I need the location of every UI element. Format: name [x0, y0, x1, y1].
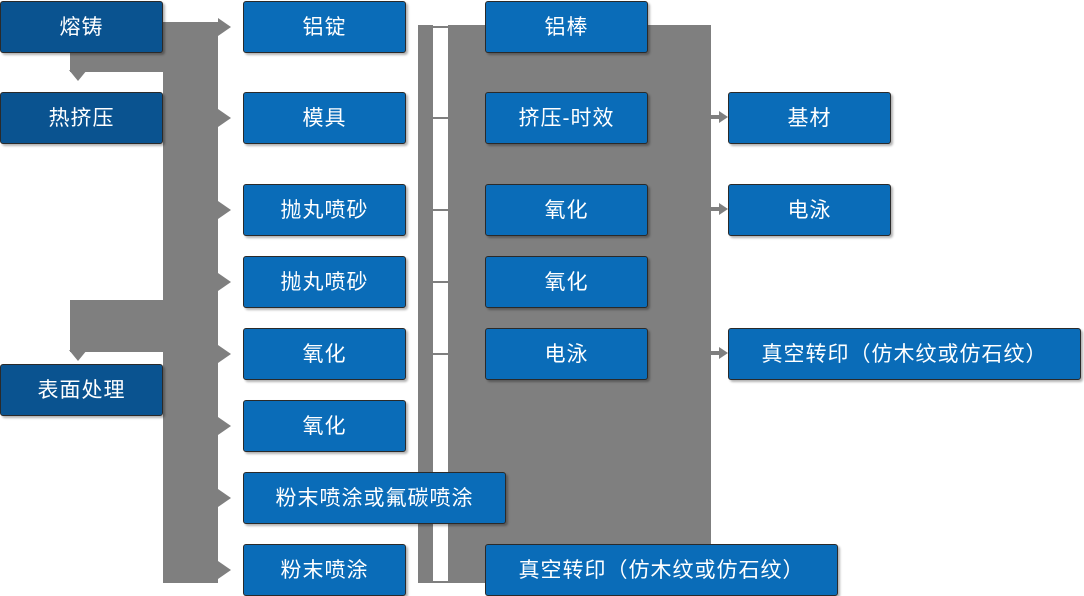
input-label: 抛丸喷砂: [280, 198, 369, 222]
process-label: 氧化: [544, 198, 589, 222]
input-box-shot-blasting-1[interactable]: 抛丸喷砂: [243, 184, 406, 236]
bridge-line-6: [432, 581, 449, 583]
process-box-oxidation-2[interactable]: 氧化: [485, 256, 648, 308]
output-box-vacuum-transfer-printing[interactable]: 真空转印（仿木纹或仿石纹）: [728, 328, 1081, 380]
input-box-mold[interactable]: 模具: [243, 92, 406, 144]
input-box-shot-blasting-2[interactable]: 抛丸喷砂: [243, 256, 406, 308]
fan-arrow-6: [218, 417, 231, 435]
connector-stage-fan-stub2: [70, 300, 170, 352]
fan-arrow-4: [218, 273, 231, 291]
input-box-oxidation-1[interactable]: 氧化: [243, 328, 406, 380]
input-label: 氧化: [302, 342, 347, 366]
stage-box-surface-treatment[interactable]: 表面处理: [0, 364, 163, 416]
connector-stage-down-arrow: [69, 70, 87, 81]
fan-arrow-7: [218, 489, 231, 507]
process-box-vacuum-transfer-printing[interactable]: 真空转印（仿木纹或仿石纹）: [485, 544, 838, 596]
fan-arrow-3: [218, 201, 231, 219]
input-label: 粉末喷涂或氟碳喷涂: [275, 486, 474, 510]
output-label: 基材: [787, 106, 832, 130]
process-label: 真空转印（仿木纹或仿石纹）: [518, 558, 805, 582]
input-box-powder-coating[interactable]: 粉末喷涂: [243, 544, 406, 596]
process-box-electrophoresis[interactable]: 电泳: [485, 328, 648, 380]
output-label: 电泳: [787, 198, 832, 222]
connector-surface-treatment-link: [163, 389, 187, 391]
bridge-line-3: [432, 209, 449, 211]
output-arrow-1: [700, 111, 728, 123]
stage-box-melting-casting[interactable]: 熔铸: [0, 1, 163, 53]
process-box-aluminum-rod[interactable]: 铝棒: [485, 1, 648, 53]
stage-label: 表面处理: [37, 378, 126, 402]
input-box-aluminum-ingot[interactable]: 铝锭: [243, 1, 406, 53]
input-label: 铝锭: [302, 15, 347, 39]
process-label: 电泳: [544, 342, 589, 366]
process-label: 铝棒: [544, 15, 589, 39]
connector-rail-left: [418, 25, 433, 583]
bridge-line-4: [432, 281, 449, 283]
stage-label: 热挤压: [48, 106, 115, 130]
output-label: 真空转印（仿木纹或仿石纹）: [761, 342, 1048, 366]
fan-arrow-8: [218, 561, 231, 579]
bridge-line-2: [432, 117, 449, 119]
output-arrow-3: [700, 347, 728, 359]
connector-stage-down-arrow-2: [69, 350, 87, 361]
process-box-extrusion-aging[interactable]: 挤压-时效: [485, 92, 648, 144]
input-label: 抛丸喷砂: [280, 270, 369, 294]
process-label: 挤压-时效: [518, 106, 615, 130]
input-label: 模具: [302, 106, 347, 130]
bridge-line-1: [432, 26, 449, 28]
input-label: 氧化: [302, 414, 347, 438]
input-box-oxidation-2[interactable]: 氧化: [243, 400, 406, 452]
connector-stage-fan-body: [163, 22, 218, 583]
stage-label: 熔铸: [59, 15, 104, 39]
output-box-base-material[interactable]: 基材: [728, 92, 891, 144]
input-box-powder-or-fluorocarbon-coating[interactable]: 粉末喷涂或氟碳喷涂: [243, 472, 506, 524]
process-box-oxidation-1[interactable]: 氧化: [485, 184, 648, 236]
fan-arrow-5: [218, 345, 231, 363]
fan-arrow-2: [218, 109, 231, 127]
output-box-electrophoresis[interactable]: 电泳: [728, 184, 891, 236]
input-label: 粉末喷涂: [280, 558, 369, 582]
process-label: 氧化: [544, 270, 589, 294]
fan-arrow-1: [218, 18, 231, 36]
output-arrow-2: [700, 203, 728, 215]
stage-box-hot-extrusion[interactable]: 热挤压: [0, 92, 163, 144]
bridge-line-5: [432, 353, 449, 355]
